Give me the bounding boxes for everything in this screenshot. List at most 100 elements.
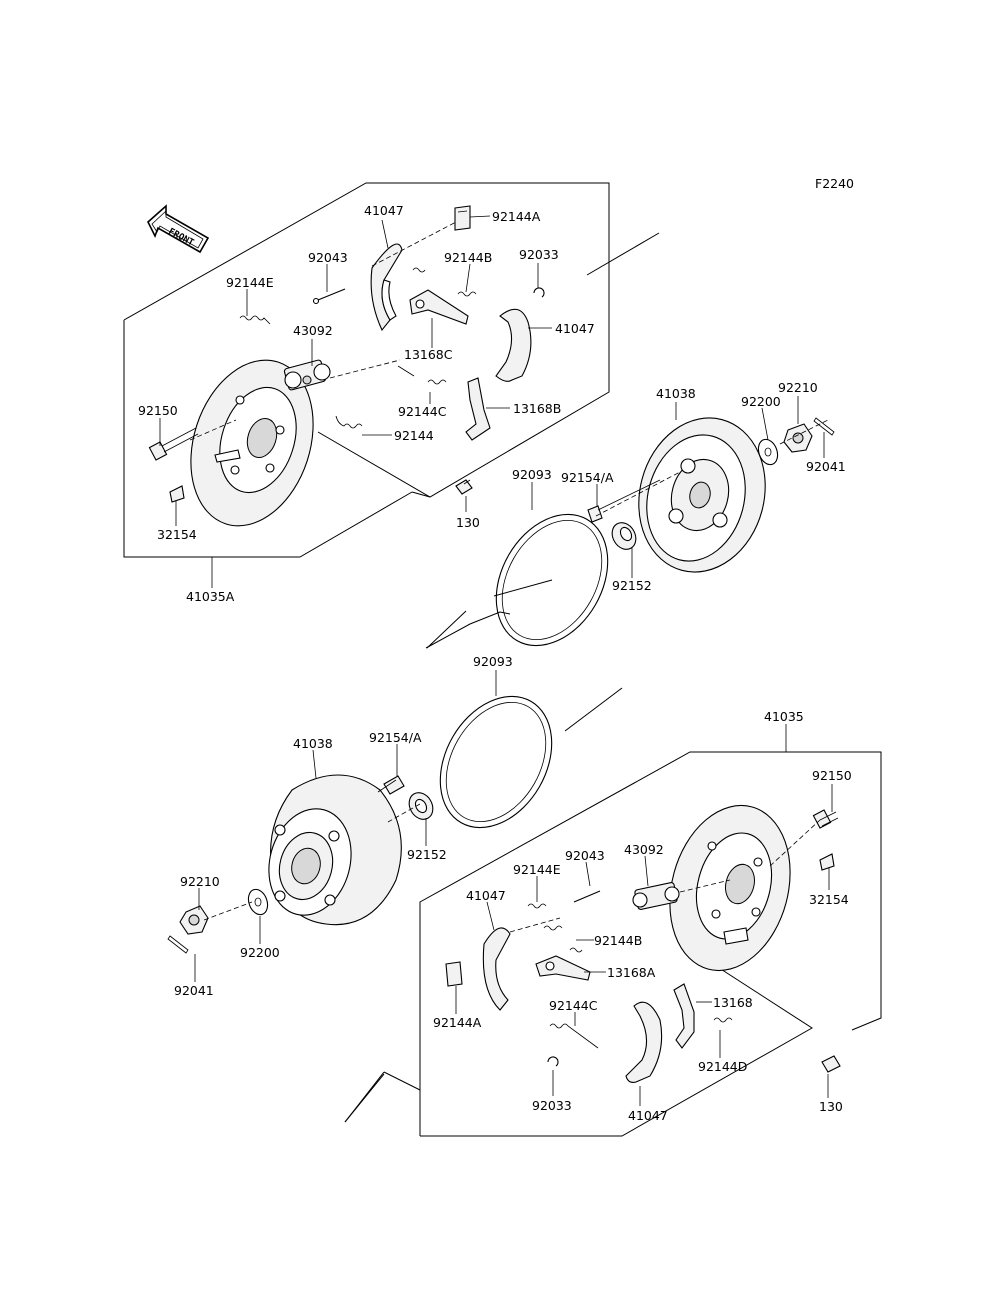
label-92041-upper: 92041 bbox=[806, 459, 846, 474]
label-92033-lower: 92033 bbox=[532, 1098, 572, 1113]
label-13168c: 13168C bbox=[404, 347, 453, 362]
seal-92152-upper bbox=[611, 522, 637, 550]
clip-92033 bbox=[533, 287, 545, 298]
bolt-130-lower bbox=[821, 1055, 841, 1073]
bolt-92150-lower bbox=[812, 809, 839, 829]
cotter-pin-92041-upper bbox=[813, 417, 835, 436]
label-92200-lower: 92200 bbox=[240, 945, 280, 960]
lower-frame-bottom bbox=[420, 952, 813, 1137]
wheel-cylinder-43092-lower bbox=[632, 882, 680, 910]
stud-92154a-lower bbox=[377, 775, 405, 795]
label-41038-upper: 41038 bbox=[656, 386, 696, 401]
nut-92210-lower bbox=[179, 905, 209, 935]
label-92154a-lower: 92154/A bbox=[369, 730, 422, 745]
label-92144b-upper: 92144B bbox=[444, 250, 492, 265]
label-92150-lower: 92150 bbox=[812, 768, 852, 783]
lower-assembly bbox=[167, 687, 882, 1137]
spring-92144d bbox=[713, 1017, 733, 1023]
clip-92144a bbox=[454, 205, 471, 231]
cotter-pin-92041-lower bbox=[167, 935, 189, 954]
label-92144a-upper: 92144A bbox=[492, 209, 541, 224]
label-41035a: 41035A bbox=[186, 589, 235, 604]
label-13168a: 13168A bbox=[607, 965, 656, 980]
lower-labels: 92093 41035 41038 92154/A 92150 92152 92… bbox=[174, 654, 852, 1123]
label-92041-lower: 92041 bbox=[174, 983, 214, 998]
label-43092-lower: 43092 bbox=[624, 842, 664, 857]
pin-92043-lower bbox=[573, 890, 601, 903]
label-92093-upper: 92093 bbox=[512, 467, 552, 482]
upper-assembly bbox=[123, 182, 835, 649]
brake-drum-41038-upper bbox=[638, 417, 766, 573]
label-92144e-lower: 92144E bbox=[513, 862, 561, 877]
label-92144c-lower: 92144C bbox=[549, 998, 598, 1013]
label-92152-upper: 92152 bbox=[612, 578, 652, 593]
washer-92200-upper bbox=[757, 438, 779, 466]
upper-leaders bbox=[159, 215, 829, 588]
washer-92200-lower bbox=[247, 888, 269, 916]
label-92043-upper: 92043 bbox=[308, 250, 348, 265]
label-13168: 13168 bbox=[713, 995, 753, 1010]
label-13168b: 13168B bbox=[513, 401, 561, 416]
label-92144e-upper: 92144E bbox=[226, 275, 274, 290]
label-92144d: 92144D bbox=[698, 1059, 747, 1074]
label-41047-lower-b: 41047 bbox=[628, 1108, 668, 1123]
upper-labels: 41047 92144A 92043 92144B 92033 92144E 4… bbox=[138, 203, 846, 604]
spring-92144b bbox=[412, 267, 477, 297]
lower-frame bbox=[419, 751, 882, 1136]
nut-92210-upper bbox=[783, 423, 813, 453]
label-92210-upper: 92210 bbox=[778, 380, 818, 395]
label-92150-upper: 92150 bbox=[138, 403, 178, 418]
strut-13168b bbox=[465, 377, 491, 441]
brake-shoe-41047-lower-left bbox=[482, 927, 511, 1011]
spring-92144c bbox=[397, 365, 447, 385]
ring-92093-lower bbox=[439, 695, 553, 829]
brake-shoe-41047-right bbox=[495, 308, 532, 382]
label-92144b-lower: 92144B bbox=[594, 933, 642, 948]
spring-92144e-lower bbox=[527, 903, 547, 909]
strut-13168 bbox=[673, 983, 695, 1049]
label-92144c-upper: 92144C bbox=[398, 404, 447, 419]
lever-13168a bbox=[535, 955, 591, 981]
brake-shoe-41047-left bbox=[370, 243, 403, 332]
spring-92144c-lower bbox=[549, 1023, 599, 1049]
label-41038-lower: 41038 bbox=[293, 736, 333, 751]
figure-id: F2240 bbox=[815, 176, 854, 191]
backing-plate bbox=[190, 359, 314, 527]
label-41047-upper-b: 41047 bbox=[555, 321, 595, 336]
seal-92152-lower bbox=[408, 792, 434, 820]
label-92144: 92144 bbox=[394, 428, 434, 443]
label-92033-upper: 92033 bbox=[519, 247, 559, 262]
clip-92033-lower bbox=[547, 1056, 559, 1067]
label-92154a-upper: 92154/A bbox=[561, 470, 614, 485]
wheel-cylinder-43092 bbox=[283, 359, 331, 391]
label-92093-lower: 92093 bbox=[473, 654, 513, 669]
label-32154-lower: 32154 bbox=[809, 892, 849, 907]
stud-92154a-upper bbox=[587, 479, 661, 523]
upper-frame bbox=[123, 182, 610, 498]
label-41047-upper-a: 41047 bbox=[364, 203, 404, 218]
label-43092-upper: 43092 bbox=[293, 323, 333, 338]
label-41047-lower-a: 41047 bbox=[466, 888, 506, 903]
bolt-130-upper bbox=[455, 479, 473, 495]
label-130-upper: 130 bbox=[456, 515, 480, 530]
label-92043-lower: 92043 bbox=[565, 848, 605, 863]
pin-92043 bbox=[312, 288, 346, 305]
spring-92144 bbox=[335, 415, 363, 429]
label-32154-upper: 32154 bbox=[157, 527, 197, 542]
lever-13168c bbox=[409, 289, 469, 325]
bolt-92150 bbox=[148, 427, 199, 461]
backing-plate-41035 bbox=[669, 804, 791, 972]
label-41035: 41035 bbox=[764, 709, 804, 724]
brake-shoe-41047-lower-right bbox=[625, 1001, 663, 1083]
label-92200-upper: 92200 bbox=[741, 394, 781, 409]
brake-drum-41038-lower bbox=[268, 774, 402, 926]
label-92152-lower: 92152 bbox=[407, 847, 447, 862]
spring-92144b-lower bbox=[543, 925, 583, 953]
front-arrow-icon: FRONT bbox=[147, 204, 210, 254]
bleeder-32154 bbox=[169, 485, 185, 503]
spring-92144e bbox=[239, 315, 271, 325]
bleeder-32154-lower bbox=[819, 853, 835, 871]
label-92144a-lower: 92144A bbox=[433, 1015, 482, 1030]
lower-leaders bbox=[194, 670, 833, 1106]
